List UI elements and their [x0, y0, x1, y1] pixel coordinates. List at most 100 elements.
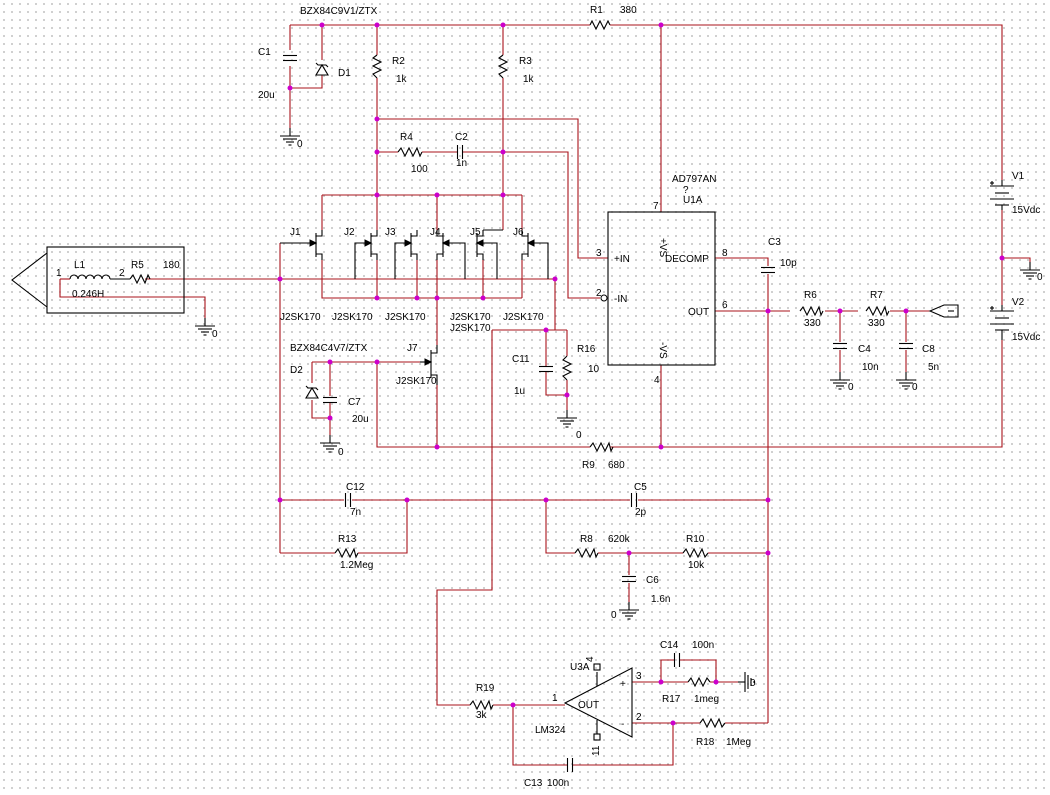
u3-plus-sign: + [620, 679, 626, 690]
r7-ref: R7 [870, 290, 883, 301]
c11-ref: C11 [512, 354, 530, 365]
output-connector[interactable] [928, 304, 959, 318]
wires [59, 24, 1031, 766]
c2-ref: C2 [455, 132, 468, 143]
c12-symbol[interactable] [344, 492, 352, 508]
c13-value: 100n [547, 778, 569, 789]
c13-symbol[interactable] [566, 757, 574, 773]
r2-symbol[interactable] [371, 54, 383, 79]
j4-ref: J4 [430, 227, 441, 238]
c5-symbol[interactable] [630, 492, 638, 508]
labels: BZX84C9V1/ZTX D1 C1 20u R1 380 R2 1k R3 … [56, 5, 1043, 789]
ground-label: 0 [1037, 272, 1043, 283]
u1-pin-decomp-label: DECOMP [665, 254, 709, 265]
u1-qmark: ? [683, 185, 689, 196]
ground-symbol [556, 409, 578, 428]
c12-ref: C12 [346, 482, 365, 493]
r19-symbol[interactable] [469, 699, 494, 711]
c4-value: 10n [862, 362, 879, 373]
battery-v2[interactable] [990, 305, 1014, 340]
u1-pin3-number: 3 [596, 248, 602, 259]
jfet-j2[interactable] [354, 230, 378, 279]
c7-value: 20u [352, 414, 369, 425]
l1-ref: L1 [74, 260, 86, 271]
c2-symbol[interactable] [456, 144, 464, 160]
c6-symbol[interactable] [621, 575, 637, 583]
c5-ref: C5 [634, 482, 647, 493]
c1-ref: C1 [258, 47, 271, 58]
ground-symbol [618, 601, 640, 620]
j2-model: J2SK170 [332, 312, 373, 323]
ground-label: 0 [576, 430, 582, 441]
ground-label: 0 [848, 382, 854, 393]
c7-symbol[interactable] [322, 396, 338, 404]
r10-ref: R10 [686, 534, 705, 545]
r5-symbol[interactable] [129, 273, 151, 285]
c1-symbol[interactable] [282, 54, 298, 62]
j1-ref: J1 [290, 227, 301, 238]
u1-pin-inn-label: -IN [614, 294, 627, 305]
r4-symbol[interactable] [397, 146, 423, 158]
r13-symbol[interactable] [334, 547, 359, 559]
r8-symbol[interactable] [574, 547, 599, 559]
r18-symbol[interactable] [699, 717, 726, 729]
c11-symbol[interactable] [538, 365, 554, 373]
c2-value: 1n [456, 158, 467, 169]
ground-label: 0 [611, 610, 617, 621]
r9-symbol[interactable] [589, 441, 614, 453]
c1-value: 20u [258, 90, 275, 101]
r17-symbol[interactable] [687, 676, 711, 688]
r16-symbol[interactable] [561, 355, 573, 381]
jfets [280, 229, 549, 385]
u1-pin2-number: 2 [596, 288, 602, 299]
r8-value: 620k [608, 534, 631, 545]
r2-ref: R2 [392, 56, 405, 67]
r7-symbol[interactable] [865, 305, 890, 317]
r6-value: 330 [804, 318, 821, 329]
l1-pin1: 1 [56, 268, 62, 279]
r8-ref: R8 [580, 534, 593, 545]
ground-label: 0 [297, 139, 303, 150]
r1-symbol[interactable] [589, 19, 611, 31]
jfet-j5[interactable] [475, 229, 503, 279]
jfet-j6[interactable] [521, 230, 549, 279]
input-connector[interactable] [11, 246, 185, 314]
inductor-l1[interactable] [69, 274, 130, 280]
jfet-j7[interactable] [420, 345, 438, 385]
jfet-j3[interactable] [394, 230, 418, 279]
u1-ref: U1A [683, 195, 703, 206]
c14-symbol[interactable] [673, 652, 681, 668]
jfet-j4[interactable] [436, 230, 466, 279]
r1-value: 380 [620, 5, 637, 16]
zener-d2[interactable] [305, 385, 319, 399]
u3-opamp[interactable] [563, 663, 633, 741]
c8-symbol[interactable] [898, 342, 914, 350]
battery-v1[interactable] [990, 180, 1014, 210]
u1-pin-out-label: OUT [688, 307, 709, 318]
u3-minus-sign: - [621, 719, 624, 730]
c4-symbol[interactable] [832, 342, 848, 350]
j6-ref: J6 [513, 227, 524, 238]
l1-pin2: 2 [119, 268, 125, 279]
u3-part: LM324 [535, 725, 566, 736]
c5-value: 2p [635, 507, 647, 518]
d2-ref: D2 [290, 365, 303, 376]
c3-symbol[interactable] [760, 266, 776, 274]
u1-pin8-number: 8 [722, 248, 728, 259]
r13-value: 1.2Meg [340, 560, 373, 571]
r3-symbol[interactable] [497, 54, 509, 79]
ground-label: 0 [338, 447, 344, 458]
u3-pin4-number: 4 [585, 656, 596, 662]
jfet-j1[interactable] [280, 230, 323, 260]
r10-symbol[interactable] [682, 547, 709, 559]
r6-symbol[interactable] [799, 305, 824, 317]
r10-value: 10k [688, 560, 705, 571]
r4-ref: R4 [400, 132, 413, 143]
zener-d1[interactable] [315, 62, 329, 76]
u1-opamp[interactable] [600, 211, 716, 366]
ground-symbol [319, 434, 341, 453]
u1-pin-vsp-label: +VS [657, 238, 668, 258]
r3-value: 1k [523, 74, 535, 85]
r4-value: 100 [411, 164, 428, 175]
